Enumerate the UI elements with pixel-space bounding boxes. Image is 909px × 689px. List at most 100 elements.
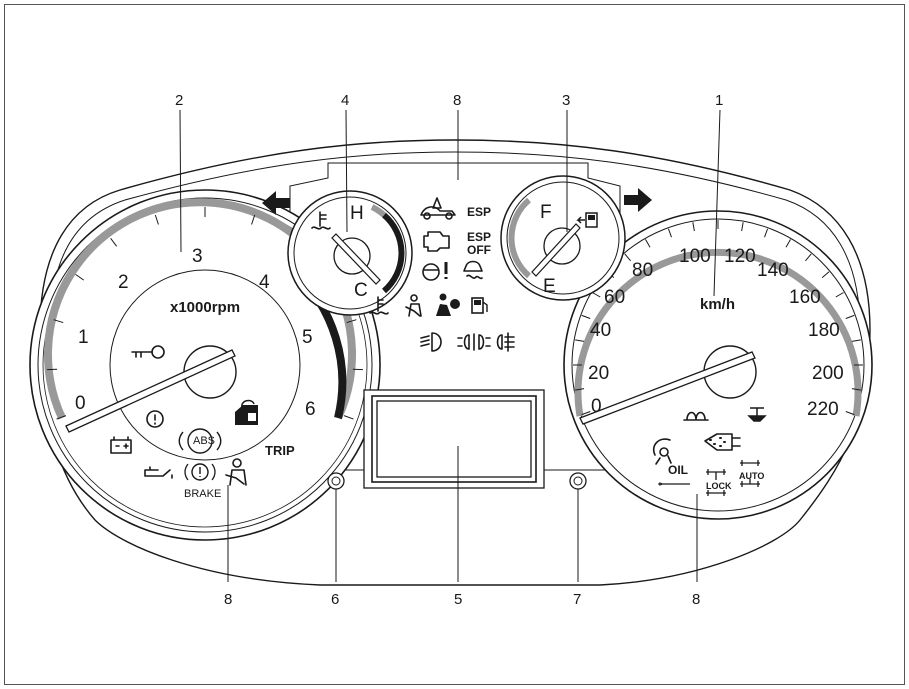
- turn-signal-left-icon: [262, 191, 290, 215]
- dial-tick: [581, 411, 591, 416]
- dial-tick: [346, 319, 357, 324]
- callout-8-right: 8: [692, 591, 700, 608]
- speed-label-100: 100: [679, 246, 711, 267]
- dial-tick: [835, 292, 844, 298]
- esp-off-label-2: OFF: [467, 243, 491, 257]
- fog-lights-icon: [457, 333, 491, 351]
- trip-label: TRIP: [265, 443, 295, 458]
- speed-label-40: 40: [590, 320, 611, 341]
- fuel-empty-label: E: [543, 276, 556, 297]
- speedometer: 0 20 40 60 80 100 120 140 160 180 200 22…: [563, 210, 873, 520]
- dial-tick: [581, 314, 591, 319]
- dial-tick: [805, 253, 812, 262]
- tach-unit: x1000rpm: [170, 299, 240, 316]
- dial-tick: [110, 237, 118, 247]
- 4wd-auto-icon: AUTO: [739, 460, 764, 487]
- speed-label-200: 200: [812, 363, 844, 384]
- oil-pressure-icon: [144, 466, 173, 479]
- tach-label-5: 5: [302, 327, 313, 348]
- settings-button: [569, 472, 587, 490]
- speed-label-80: 80: [632, 260, 653, 281]
- tachometer-scale-band: [44, 198, 356, 420]
- water-in-fuel-icon: [747, 407, 767, 422]
- callout-3-top: 3: [562, 92, 570, 109]
- tach-label-0: 0: [75, 393, 86, 414]
- brake-warning-icon: BRAKE: [184, 463, 221, 500]
- speed-label-140: 140: [757, 260, 789, 281]
- door-open-icon: [235, 399, 258, 425]
- power-steering-icon: [422, 262, 448, 281]
- dial-tick: [821, 271, 830, 278]
- low-fuel-icon: [471, 297, 488, 314]
- fuel-pump-icon: [576, 212, 598, 228]
- dial-tick: [845, 314, 855, 319]
- engine-check-icon: [423, 231, 450, 252]
- dial-tick: [845, 411, 855, 416]
- seat-belt-driver-icon: [405, 294, 422, 317]
- callout-7-bottom: 7: [573, 591, 581, 608]
- car-lift-icon: [420, 197, 456, 220]
- abs-icon-text: ABS: [193, 435, 215, 447]
- dial-tick: [251, 214, 256, 225]
- low-beam-icon: [420, 332, 442, 352]
- fuel-full-label: F: [540, 202, 552, 223]
- fuel-scale-band: [508, 197, 532, 279]
- coolant-temperature-gauge: H C: [287, 190, 413, 316]
- tach-label-4: 4: [259, 272, 270, 293]
- dial-tick: [785, 239, 791, 248]
- temp-needle: [331, 233, 381, 285]
- dial-tick: [741, 222, 744, 232]
- gearbox-warning-icon: [146, 410, 164, 428]
- callout-8-top: 8: [453, 92, 461, 109]
- speed-label-0: 0: [591, 396, 602, 417]
- temp-scale-band-grey: [370, 204, 387, 218]
- oil-service-label: OIL: [668, 463, 688, 477]
- temp-low-label: C: [354, 280, 368, 301]
- callout-4-top: 4: [341, 92, 349, 109]
- dial-tick: [624, 253, 631, 262]
- brake-label: BRAKE: [184, 488, 221, 500]
- tach-label-2: 2: [118, 272, 129, 293]
- tach-label-3: 3: [192, 246, 203, 267]
- dial-tick: [667, 228, 672, 238]
- dial-tick: [764, 228, 769, 238]
- esp-label: ESP: [467, 205, 491, 219]
- dial-tick: [53, 319, 64, 324]
- cruise-control-icon: [652, 438, 672, 465]
- diesel-particulate-filter-icon: [704, 433, 741, 451]
- coolant-warning-icon: [369, 296, 389, 315]
- tach-label-6: 6: [305, 399, 316, 420]
- tach-needle: [65, 349, 236, 433]
- dial-tick: [592, 292, 601, 298]
- callout-leaders: [179, 109, 721, 582]
- immobilizer-key-icon: [131, 345, 165, 359]
- dial-tick: [851, 388, 861, 391]
- multifunction-display: [363, 389, 545, 489]
- callout-8-left: 8: [224, 591, 232, 608]
- dial-tick: [692, 222, 695, 232]
- speed-label-120: 120: [724, 246, 756, 267]
- callout-6-bottom: 6: [331, 591, 339, 608]
- speed-label-60: 60: [604, 287, 625, 308]
- fuel-needle: [531, 223, 581, 277]
- temp-high-label: H: [350, 203, 364, 224]
- callout-5-bottom: 5: [454, 591, 462, 608]
- dial-tick: [575, 388, 585, 391]
- rear-fog-light-icon: [496, 332, 515, 352]
- callout-2-top: 2: [175, 92, 183, 109]
- warning-light-panel: ESP ESP OFF: [369, 197, 515, 352]
- speed-label-160: 160: [789, 287, 821, 308]
- speed-label-180: 180: [808, 320, 840, 341]
- cluster-housing: [39, 139, 871, 586]
- callout-1-top: 1: [715, 92, 723, 109]
- dial-tick: [154, 214, 159, 225]
- dial-tick: [343, 415, 354, 420]
- speedometer-ticks: [573, 220, 863, 416]
- dial-tick: [851, 339, 861, 342]
- fuel-gauge: F E: [500, 175, 626, 301]
- esp-off-label-1: ESP: [467, 230, 491, 244]
- diagram-frame: [4, 4, 905, 685]
- seat-belt-passenger-icon: [225, 458, 247, 486]
